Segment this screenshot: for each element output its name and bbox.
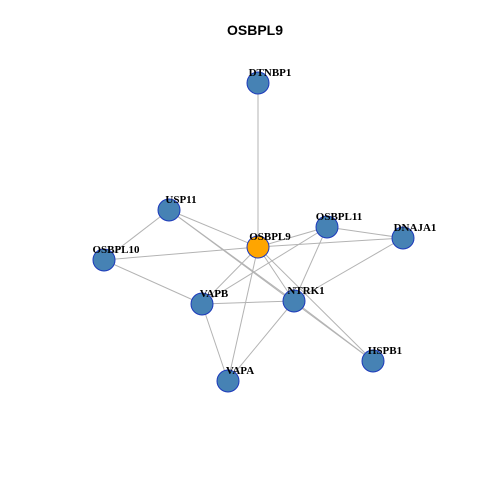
edges-layer bbox=[103, 83, 404, 382]
node-circle bbox=[216, 369, 240, 393]
edge-osbpl11-dnaja1 bbox=[326, 226, 404, 239]
node-circle bbox=[92, 248, 116, 272]
edge-osbpl9-vapb bbox=[201, 246, 259, 305]
node-label: DTNBP1 bbox=[249, 67, 292, 79]
node-circle bbox=[315, 215, 339, 239]
edge-osbpl11-ntrk1 bbox=[293, 226, 328, 302]
edge-usp11-hspb1 bbox=[168, 209, 374, 362]
node-label: OSBPL11 bbox=[316, 211, 362, 223]
edge-osbpl9-vapa bbox=[227, 246, 259, 382]
edge-osbpl10-vapb bbox=[103, 259, 203, 305]
node-circle bbox=[282, 289, 306, 313]
edge-usp11-osbpl10 bbox=[103, 209, 170, 261]
node-hspb1: HSPB1 bbox=[361, 345, 402, 373]
node-label: DNAJA1 bbox=[394, 222, 437, 234]
node-osbpl10: OSBPL10 bbox=[92, 244, 140, 272]
node-circle bbox=[157, 198, 181, 222]
node-osbpl9: OSBPL9 bbox=[246, 231, 291, 259]
nodes-layer: DTNBP1USP11OSBPL11DNAJA1OSBPL9OSBPL10VAP… bbox=[92, 67, 437, 393]
node-label: VAPB bbox=[200, 288, 229, 300]
edge-dnaja1-ntrk1 bbox=[293, 237, 404, 302]
edge-ntrk1-vapa bbox=[227, 300, 295, 382]
edge-vapb-ntrk1 bbox=[201, 300, 295, 305]
node-circle bbox=[246, 235, 270, 259]
edge-osbpl9-osbpl10 bbox=[103, 246, 259, 261]
edge-vapb-vapa bbox=[201, 303, 229, 382]
graph-title: OSBPL9 bbox=[227, 22, 283, 38]
node-vapb: VAPB bbox=[190, 288, 229, 316]
node-label: USP11 bbox=[165, 194, 196, 206]
edge-osbpl9-osbpl11 bbox=[257, 226, 328, 248]
node-usp11: USP11 bbox=[157, 194, 197, 222]
node-circle bbox=[361, 349, 385, 373]
node-label: OSBPL10 bbox=[92, 244, 140, 256]
edge-osbpl11-vapb bbox=[201, 226, 328, 305]
node-label: OSBPL9 bbox=[249, 231, 291, 243]
edge-usp11-osbpl9 bbox=[168, 209, 259, 248]
node-ntrk1: NTRK1 bbox=[282, 285, 325, 313]
node-dnaja1: DNAJA1 bbox=[391, 222, 437, 250]
edge-ntrk1-hspb1 bbox=[293, 300, 374, 362]
edge-osbpl9-hspb1 bbox=[257, 246, 374, 362]
node-osbpl11: OSBPL11 bbox=[315, 211, 362, 239]
node-circle bbox=[190, 292, 214, 316]
node-label: NTRK1 bbox=[287, 285, 324, 297]
node-circle bbox=[391, 226, 415, 250]
node-label: HSPB1 bbox=[368, 345, 402, 357]
node-circle bbox=[246, 71, 270, 95]
edge-osbpl9-dnaja1 bbox=[257, 237, 404, 248]
node-vapa: VAPA bbox=[216, 365, 254, 393]
node-label: VAPA bbox=[226, 365, 254, 377]
node-dtnbp1: DTNBP1 bbox=[246, 67, 292, 95]
